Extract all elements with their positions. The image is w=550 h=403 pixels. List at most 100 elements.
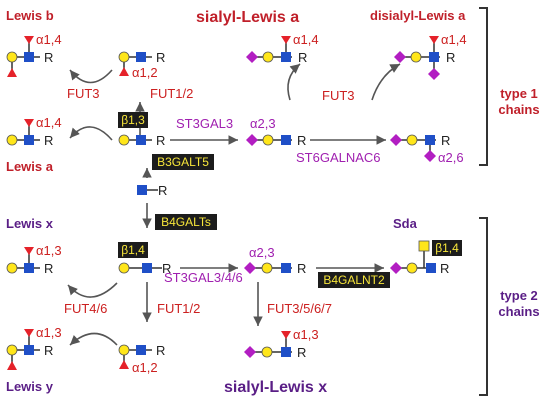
enzyme-fut3-top: FUT3 xyxy=(67,86,100,101)
enzyme-st6galnac6: ST6GALNAC6 xyxy=(296,150,381,165)
title-lewis-y: Lewis y xyxy=(6,379,54,394)
reducing-end-label: R xyxy=(156,50,165,65)
reducing-end-label: R xyxy=(44,343,53,358)
title-disialyl-lewis-a: disialyl-Lewis a xyxy=(370,8,466,23)
glcnac-icon xyxy=(281,263,291,273)
reducing-end-label: R xyxy=(297,261,306,276)
galactose-icon xyxy=(6,344,18,356)
fucose-icon xyxy=(7,68,17,77)
title-lewis-x: Lewis x xyxy=(6,216,54,231)
sialic-acid-icon xyxy=(244,262,256,274)
glcnac-icon xyxy=(281,135,291,145)
enzyme-box-b3galt5: B3GALT5 xyxy=(152,154,214,170)
galnac-icon xyxy=(418,240,430,252)
reducing-end-label: R xyxy=(441,133,450,148)
galactose-icon xyxy=(261,346,273,358)
glycan-lewis-x: R α1,3 xyxy=(6,243,62,276)
glcnac-icon xyxy=(24,263,34,273)
enzyme-box-b4galnt2: B4GALNT2 xyxy=(318,272,390,288)
type1-label-line1: type 1 xyxy=(500,86,538,101)
linkage-label: α1,3 xyxy=(293,327,319,342)
reducing-end-label: R xyxy=(156,343,165,358)
arrow-fut3-disialyl xyxy=(371,63,401,101)
fucose-icon xyxy=(281,331,291,339)
linkage-label: α2,3 xyxy=(250,116,276,131)
linkage-label: α1,2 xyxy=(132,65,158,80)
type2-bracket xyxy=(479,217,488,396)
fucose-icon xyxy=(7,361,17,370)
glcnac-icon xyxy=(429,52,439,62)
linkage-label: α1,2 xyxy=(132,360,158,375)
linkage-label: α1,4 xyxy=(36,115,62,130)
arrow-fut3-top xyxy=(69,69,113,84)
glycan-sda: R β1,4 xyxy=(390,240,462,276)
fucose-icon xyxy=(24,119,34,127)
galactose-icon xyxy=(6,51,18,63)
sialic-acid-icon xyxy=(424,150,436,162)
arrow-fut-lewis-y xyxy=(69,332,118,346)
glcnac-icon xyxy=(136,52,146,62)
sialic-acid-icon xyxy=(428,68,440,80)
arrow-fut3-sialyl xyxy=(287,63,301,101)
glcnac-icon xyxy=(24,135,34,145)
enzyme-fut3567: FUT3/5/6/7 xyxy=(267,301,332,316)
glycan-sialyl-lewis-a: R α1,4 xyxy=(246,32,319,65)
glycan-lewis-b: R α1,4 xyxy=(6,32,62,77)
arrow-fut46 xyxy=(67,282,118,298)
sialic-acid-icon xyxy=(394,51,406,63)
enzyme-fut3-right: FUT3 xyxy=(322,88,355,103)
glycan-lewis-a: R α1,4 xyxy=(6,115,62,148)
glcnac-icon xyxy=(281,52,291,62)
type1-bracket xyxy=(479,7,488,166)
title-sialyl-lewis-x: sialyl-Lewis x xyxy=(224,379,327,396)
enzyme-box-b4galts: B4GALTs xyxy=(155,214,217,230)
glycan-disialyl-type1: R α2,6 xyxy=(390,133,464,165)
sialic-acid-icon xyxy=(246,134,258,146)
galactose-icon xyxy=(6,262,18,274)
galactose-icon xyxy=(118,262,130,274)
glcnac-icon xyxy=(137,185,147,195)
glcnac-icon xyxy=(136,135,146,145)
glcnac-icon xyxy=(24,52,34,62)
type2-label-line1: type 2 xyxy=(500,288,538,303)
galactose-icon xyxy=(118,51,130,63)
enzyme-b4galts: B4GALTs xyxy=(161,215,211,229)
galactose-icon xyxy=(262,134,274,146)
glycan-sialyl-type1: R α2,3 xyxy=(246,116,306,148)
reducing-end-label: R xyxy=(440,261,449,276)
sialic-acid-icon xyxy=(390,134,402,146)
sialic-acid-icon xyxy=(390,262,402,274)
glcnac-icon xyxy=(425,135,435,145)
enzyme-st3gal346: ST3GAL3/4/6 xyxy=(164,270,243,285)
fucose-icon xyxy=(24,36,34,44)
enzyme-fut12-top: FUT1/2 xyxy=(150,86,193,101)
linkage-label: α1,4 xyxy=(441,32,467,47)
reducing-end-label: R xyxy=(158,183,167,198)
glycan-type1-core: R β1,3 xyxy=(118,112,165,148)
enzyme-b4galnt2: B4GALNT2 xyxy=(323,273,385,287)
title-lewis-a: Lewis a xyxy=(6,159,54,174)
fucose-icon xyxy=(24,329,34,337)
linkage-label: α1,3 xyxy=(36,243,62,258)
reducing-end-label: R xyxy=(44,261,53,276)
reducing-end-label: R xyxy=(297,133,306,148)
galactose-icon xyxy=(6,134,18,146)
sialic-acid-icon xyxy=(244,346,256,358)
title-sialyl-lewis-a: sialyl-Lewis a xyxy=(196,9,299,26)
galactose-icon xyxy=(406,134,418,146)
linkage-label: α1,4 xyxy=(293,32,319,47)
enzyme-fut12-bottom: FUT1/2 xyxy=(157,301,200,316)
galactose-icon xyxy=(410,51,422,63)
glycan-lewis-y: R α1,3 xyxy=(6,325,62,370)
galactose-icon xyxy=(262,51,274,63)
linkage-box xyxy=(432,240,462,256)
glcnac-icon xyxy=(136,345,146,355)
linkage-label: α2,6 xyxy=(438,150,464,165)
title-lewis-b: Lewis b xyxy=(6,8,54,23)
reducing-end-label: R xyxy=(298,50,307,65)
galactose-icon xyxy=(118,134,130,146)
glycan-h-type1: R α1,2 xyxy=(118,50,165,80)
glycan-disialyl-lewis-a: R α1,4 xyxy=(394,32,467,80)
glcnac-icon xyxy=(281,347,291,357)
